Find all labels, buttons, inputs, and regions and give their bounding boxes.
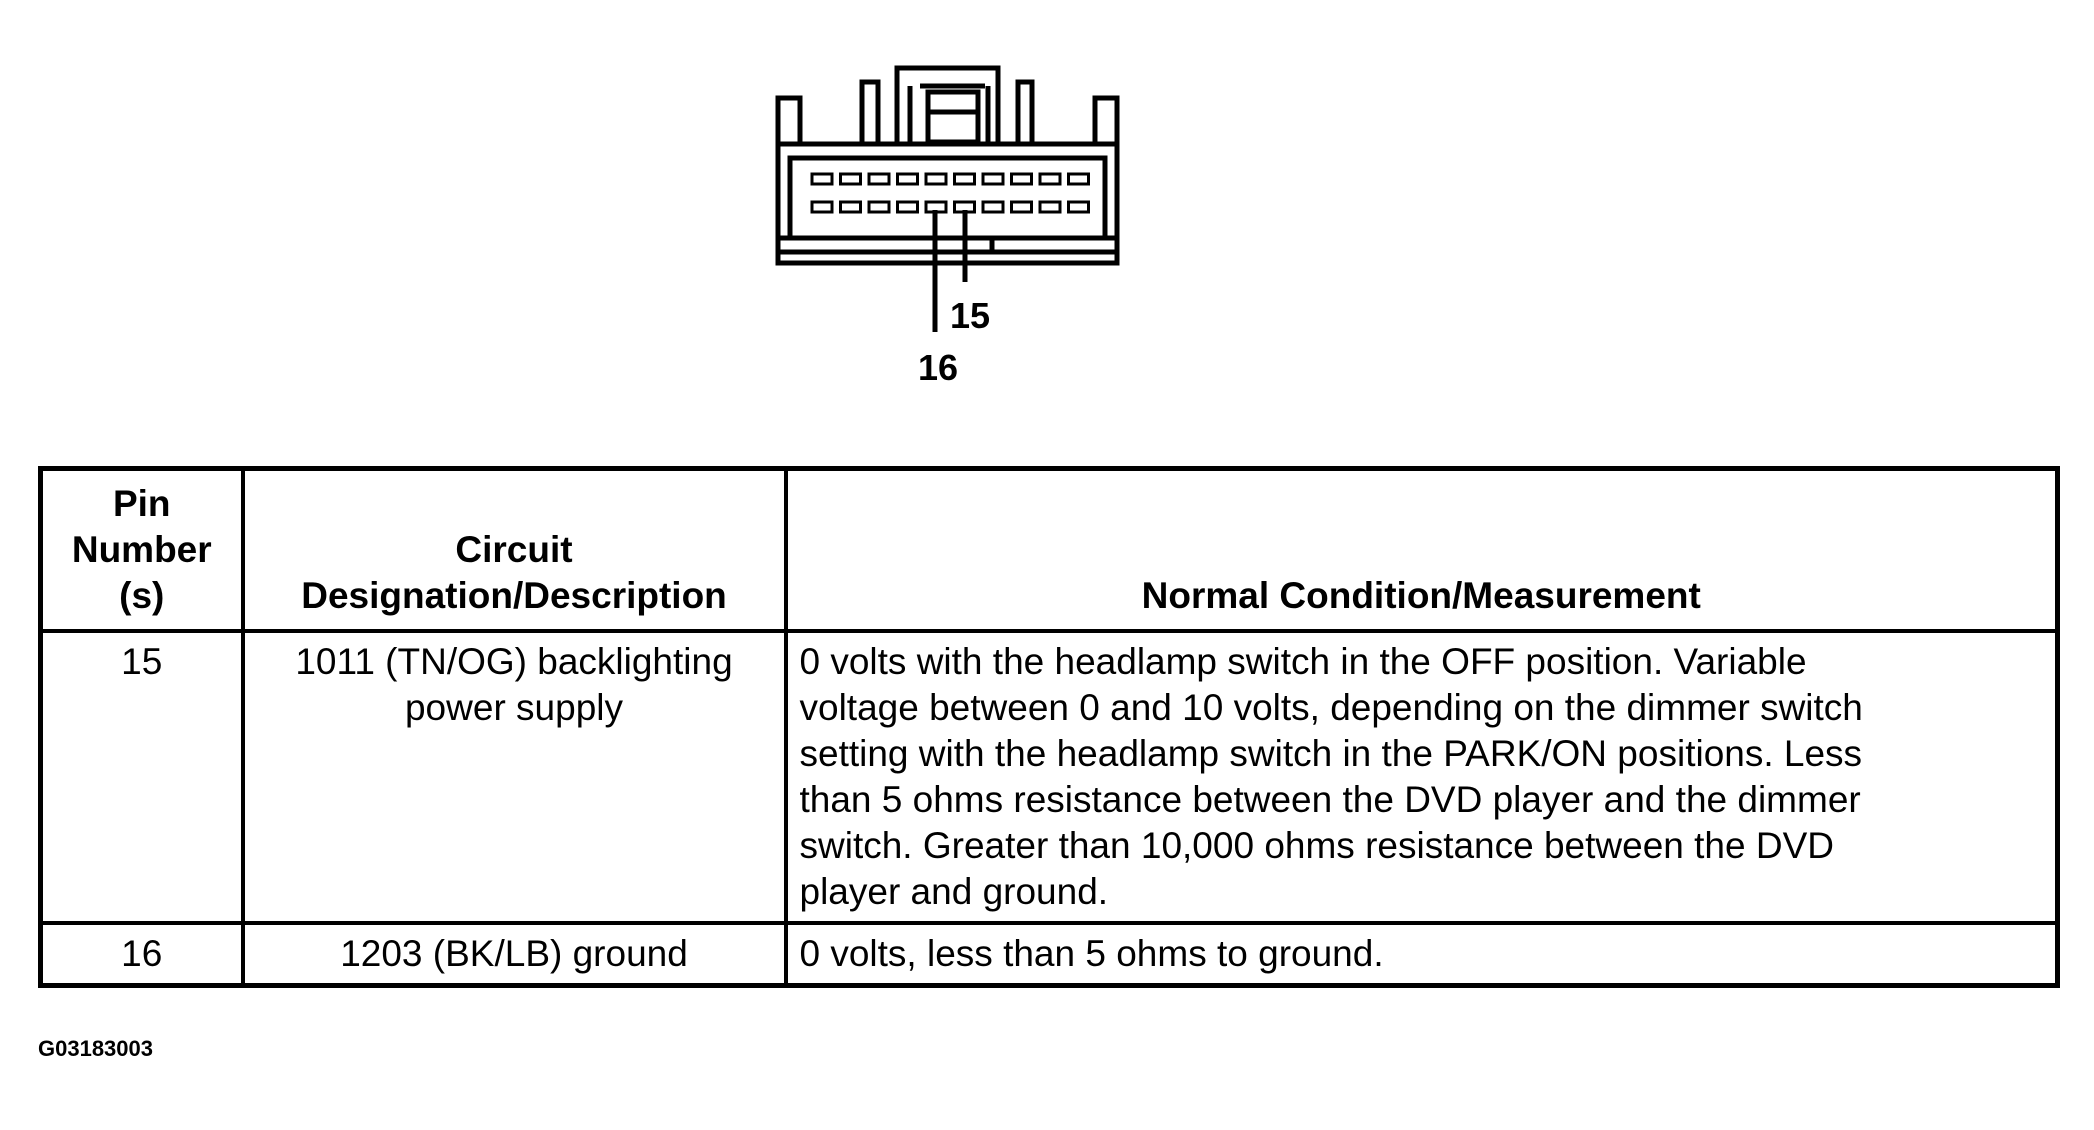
connector-inner-face (787, 155, 1108, 241)
condition-line: 0 volts, less than 5 ohms to ground. (799, 933, 1384, 974)
pin-cavity (1067, 172, 1090, 186)
pin-cavity (981, 200, 1005, 214)
header-line: Normal Condition/Measurement (1141, 575, 1701, 616)
pin-cavity (839, 200, 862, 214)
pin-cavities (810, 172, 1090, 214)
latch-window (925, 89, 981, 145)
pin-16-label: 16 (918, 347, 959, 388)
pin-cavity (867, 200, 891, 214)
header-line: Designation/Description (301, 575, 727, 616)
condition-line: voltage between 0 and 10 volts, dependin… (799, 687, 1863, 728)
row-circuit: 1011 (TN/OG) backlighting power supply (240, 629, 788, 925)
header-circuit: Circuit Designation/Description (240, 466, 788, 633)
connector-housing-outline (775, 65, 1120, 266)
row-pin: 16 (38, 921, 245, 988)
condition-line: than 5 ohms resistance between the DVD p… (799, 779, 1861, 820)
connector-diagram (775, 65, 1120, 332)
pin-cavity (839, 172, 862, 186)
circuit-line: power supply (404, 687, 623, 728)
header-line: Pin (112, 483, 171, 524)
circuit-line: 1011 (TN/OG) backlighting (295, 641, 733, 682)
header-pin-number: Pin Number (s) (38, 466, 245, 633)
header-line: (s) (119, 575, 165, 616)
condition-line: player and ground. (799, 871, 1109, 912)
pin-cavity (924, 172, 948, 186)
header-condition: Normal Condition/Measurement (783, 466, 2060, 633)
condition-line: switch. Greater than 10,000 ohms resista… (799, 825, 1834, 866)
pin-cavity (1067, 200, 1090, 214)
table-header-row: Pin Number (s) Circuit Designation/Descr… (38, 466, 2060, 633)
pin-cavity (867, 172, 891, 186)
condition-line: 0 volts with the headlamp switch in the … (799, 641, 1807, 682)
pin-15-label: 15 (950, 295, 991, 336)
pin-cavity (810, 172, 834, 186)
pin-table: Pin Number (s) Circuit Designation/Descr… (38, 466, 2060, 988)
figure-id: G03183003 (38, 1036, 153, 1061)
header-line: Number (71, 529, 212, 570)
row-condition: 0 volts with the headlamp switch in the … (783, 629, 2060, 925)
pin-cavity (953, 172, 976, 186)
table-row: 15 1011 (TN/OG) backlighting power suppl… (38, 629, 2060, 925)
pin-cavity (810, 200, 834, 214)
row-pin: 15 (38, 629, 245, 925)
pin-cavity (1010, 200, 1033, 214)
pin-cavity (896, 172, 919, 186)
row-condition: 0 volts, less than 5 ohms to ground. (783, 921, 2060, 988)
pin-cavity (1038, 172, 1062, 186)
pin-cavity (1010, 172, 1033, 186)
row-circuit: 1203 (BK/LB) ground (240, 921, 788, 988)
pin-cavity (981, 172, 1005, 186)
pin-cavity (896, 200, 919, 214)
header-line: Circuit (455, 529, 573, 570)
pin-cavity (1038, 200, 1062, 214)
table-row: 16 1203 (BK/LB) ground 0 volts, less tha… (38, 921, 2060, 988)
condition-line: setting with the headlamp switch in the … (799, 733, 1863, 774)
circuit-line: 1203 (BK/LB) ground (340, 933, 688, 974)
